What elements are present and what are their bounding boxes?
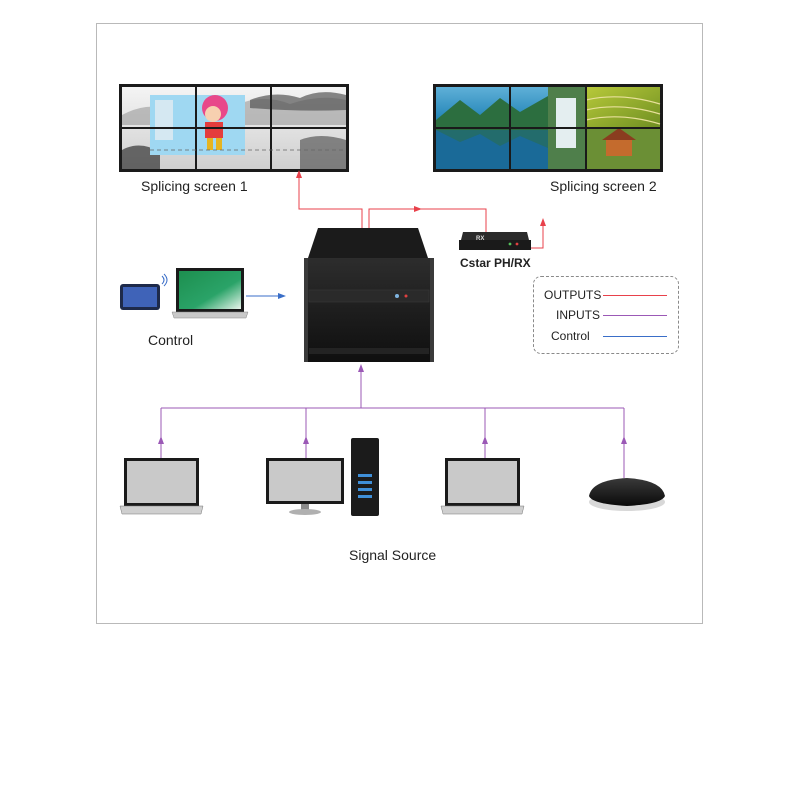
tablet-device xyxy=(120,284,160,310)
source-pc-tower xyxy=(351,438,379,516)
legend-control-line xyxy=(603,336,667,337)
legend-outputs-label: OUTPUTS xyxy=(544,288,602,302)
input-arrowheads xyxy=(158,364,627,444)
output-connections xyxy=(298,172,544,249)
control-connection xyxy=(246,293,286,299)
signal-source-label: Signal Source xyxy=(349,547,437,563)
splicing-screen-1 xyxy=(119,84,349,172)
input-connections xyxy=(160,366,625,478)
matrix-switcher xyxy=(304,228,434,362)
source-laptop-1 xyxy=(119,458,204,515)
wifi-icon xyxy=(161,273,168,287)
splicing-screen-2-label: Splicing screen 2 xyxy=(550,178,657,194)
source-monitor xyxy=(266,458,344,515)
legend-inputs-line xyxy=(603,315,667,316)
source-media-box xyxy=(589,478,665,511)
receiver-device xyxy=(459,232,531,250)
receiver-label: Cstar PH/RX xyxy=(460,256,531,270)
output-arrowheads xyxy=(296,170,546,226)
legend-inputs-label: INPUTS xyxy=(556,308,601,322)
splicing-screen-1-label: Splicing screen 1 xyxy=(141,178,248,194)
control-laptop xyxy=(171,268,249,319)
receiver-tag: RX xyxy=(476,236,485,242)
legend-control-label: Control xyxy=(551,329,590,343)
legend-outputs-line xyxy=(603,295,667,296)
source-laptop-2 xyxy=(440,458,525,515)
control-label: Control xyxy=(148,332,194,348)
legend xyxy=(533,276,679,354)
splicing-screen-2 xyxy=(433,84,663,172)
